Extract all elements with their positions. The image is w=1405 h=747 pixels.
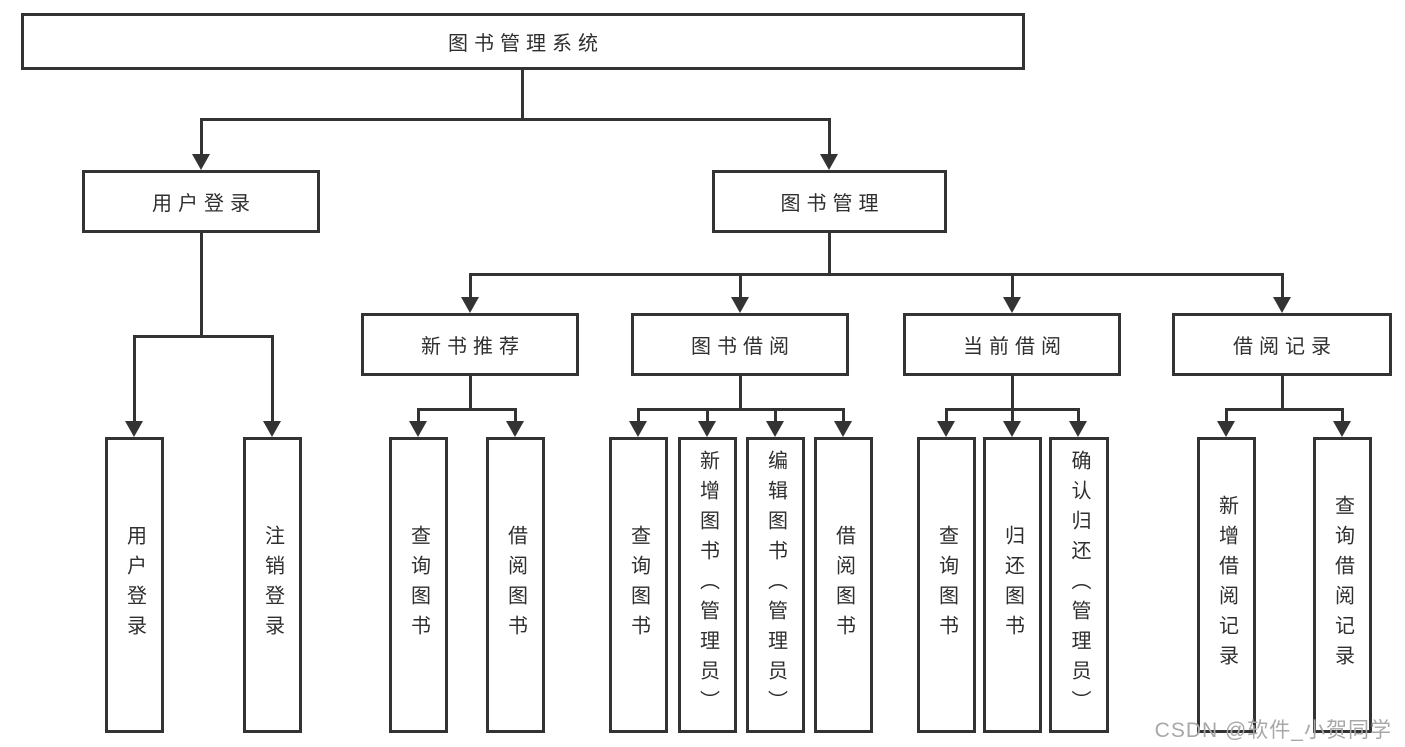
arrow-down [1003, 421, 1021, 437]
leaf-query-borrow-record-label: 查询借阅记录 [1331, 495, 1354, 675]
arrow-down [506, 421, 524, 437]
node-new-book-recommend-label: 新书推荐 [421, 336, 525, 358]
leaf-query-books-3: 查询图书 [917, 437, 976, 733]
connector-drop-leaf [417, 408, 420, 422]
arrow-down [1217, 421, 1235, 437]
arrow-down [409, 421, 427, 437]
arrow-down [629, 421, 647, 437]
connector-group-bar [1225, 408, 1344, 411]
node-root: 图书管理系统 [21, 13, 1025, 70]
leaf-add-borrow-record-label: 新增借阅记录 [1215, 495, 1238, 675]
node-book-borrow-label: 图书借阅 [691, 336, 795, 358]
connector-drop-leaf [514, 408, 517, 422]
leaf-borrow-books-1-label: 借阅图书 [504, 525, 527, 645]
connector-group-stem [469, 376, 472, 408]
arrow-down [125, 421, 143, 437]
arrow-down [1333, 421, 1351, 437]
arrow-down [698, 421, 716, 437]
leaf-return-books: 归还图书 [983, 437, 1042, 733]
arrow-down [192, 154, 210, 170]
node-root-label: 图书管理系统 [448, 33, 604, 55]
connector-drop-leaf [706, 408, 709, 422]
connector-group-bar [637, 408, 845, 411]
leaf-query-books-1-label: 查询图书 [407, 525, 430, 645]
connector-drop-leaf [1341, 408, 1344, 422]
connector-drop-leaf [842, 408, 845, 422]
arrow-down [1003, 297, 1021, 313]
arrow-down [263, 421, 281, 437]
arrow-down [937, 421, 955, 437]
node-book-management-label: 图书管理 [780, 193, 885, 215]
connector-drop-borrow-records [1281, 273, 1284, 299]
arrow-down [461, 297, 479, 313]
arrow-down [834, 421, 852, 437]
leaf-borrow-books-2: 借阅图书 [814, 437, 873, 733]
arrow-down [1069, 421, 1087, 437]
connector-root-trunk [521, 70, 524, 118]
node-book-management: 图书管理 [712, 170, 947, 233]
node-user-login: 用户登录 [82, 170, 320, 233]
node-borrow-records-label: 借阅记录 [1233, 336, 1337, 358]
connector-drop-leaf [637, 408, 640, 422]
arrow-down [820, 154, 838, 170]
leaf-user-login-label: 用户登录 [123, 525, 146, 645]
leaf-logout-label: 注销登录 [261, 525, 284, 645]
node-new-book-recommend: 新书推荐 [361, 313, 579, 376]
arrow-down [731, 297, 749, 313]
connector-drop-leaf [945, 408, 948, 422]
leaf-add-book-admin: 新增图书（管理员） [678, 437, 737, 733]
leaf-confirm-return-admin: 确认归还（管理员） [1049, 437, 1109, 733]
connector-drop-current-borrow [1011, 273, 1014, 299]
connector-drop-leaf [1225, 408, 1228, 422]
leaf-query-books-1: 查询图书 [389, 437, 448, 733]
leaf-return-books-label: 归还图书 [1001, 525, 1024, 645]
connector-group-stem [1011, 376, 1014, 408]
node-current-borrow: 当前借阅 [903, 313, 1121, 376]
leaf-edit-book-admin-label: 编辑图书（管理员） [764, 450, 787, 720]
connector-drop-leaf [774, 408, 777, 422]
connector-level3-bar [469, 273, 1282, 276]
connector-level1-bar [200, 118, 831, 121]
node-user-login-label: 用户登录 [152, 193, 256, 215]
node-current-borrow-label: 当前借阅 [963, 336, 1067, 358]
connector-drop-new-books [469, 273, 472, 299]
connector-drop-leaf [271, 335, 274, 423]
connector-user-login-bar [133, 335, 274, 338]
node-book-borrow: 图书借阅 [631, 313, 849, 376]
arrow-down [1273, 297, 1291, 313]
leaf-add-borrow-record: 新增借阅记录 [1197, 437, 1256, 733]
leaf-add-book-admin-label: 新增图书（管理员） [696, 450, 719, 720]
leaf-confirm-return-admin-label: 确认归还（管理员） [1068, 450, 1090, 720]
connector-group-stem [1281, 376, 1284, 408]
leaf-query-books-2-label: 查询图书 [627, 525, 650, 645]
connector-drop-leaf [133, 335, 136, 423]
connector-group-bar [417, 408, 517, 411]
leaf-query-books-2: 查询图书 [609, 437, 668, 733]
leaf-borrow-books-1: 借阅图书 [486, 437, 545, 733]
connector-drop-leaf [1077, 408, 1080, 422]
leaf-borrow-books-2-label: 借阅图书 [832, 525, 855, 645]
connector-group-stem [739, 376, 742, 408]
leaf-edit-book-admin: 编辑图书（管理员） [746, 437, 805, 733]
leaf-query-books-3-label: 查询图书 [935, 525, 958, 645]
connector-book-management-stem [828, 233, 831, 273]
leaf-query-borrow-record: 查询借阅记录 [1313, 437, 1372, 733]
arrow-down [766, 421, 784, 437]
connector-drop-book-management [828, 118, 831, 156]
leaf-user-login: 用户登录 [105, 437, 164, 733]
node-borrow-records: 借阅记录 [1172, 313, 1392, 376]
leaf-logout: 注销登录 [243, 437, 302, 733]
connector-drop-leaf [1011, 408, 1014, 422]
connector-user-login-stem [200, 233, 203, 335]
csdn-watermark: CSDN @软件_小贺同学 [1154, 719, 1392, 742]
connector-drop-book-borrow [739, 273, 742, 299]
connector-drop-user-login [200, 118, 203, 156]
